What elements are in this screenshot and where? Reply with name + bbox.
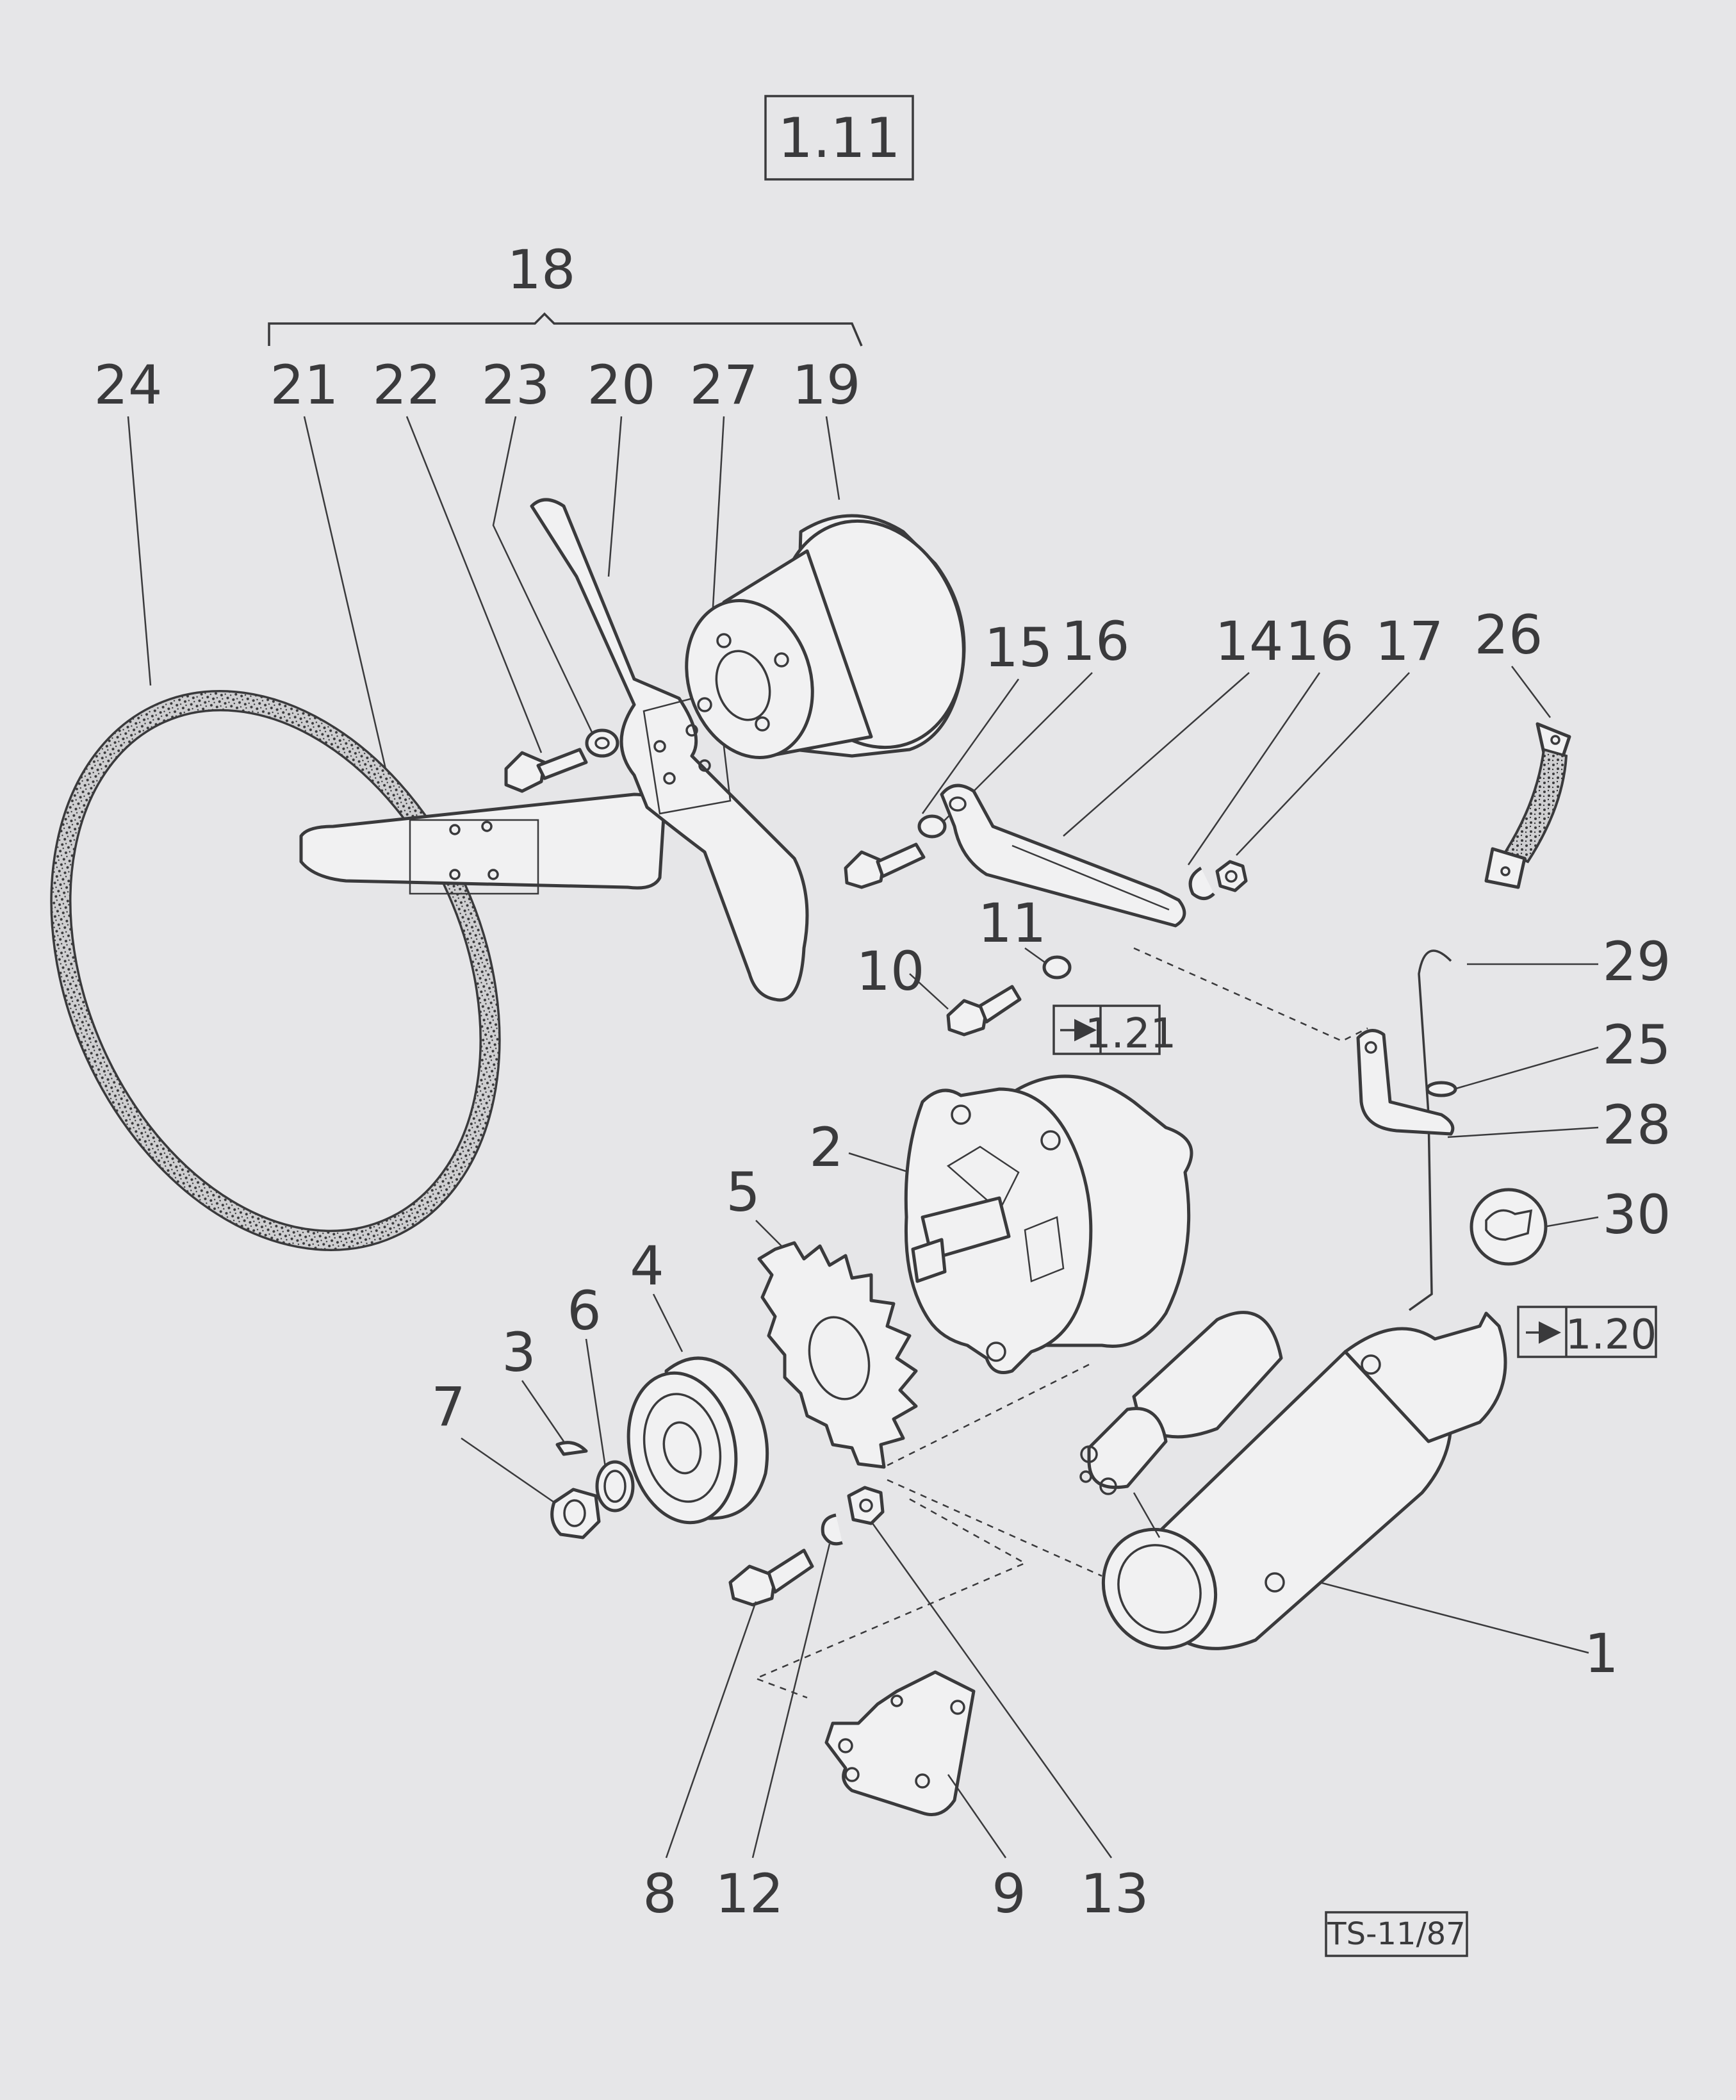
bolt-22: [504, 748, 588, 793]
callout-15: 15: [985, 616, 1053, 679]
callout-22: 22: [373, 354, 441, 416]
callout-28: 28: [1603, 1094, 1671, 1156]
callout-24: 24: [94, 354, 163, 416]
adjuster-bracket: [940, 783, 1186, 928]
figure-number: 1.11: [778, 106, 900, 170]
callout-13: 13: [1081, 1862, 1149, 1925]
callout-11: 11: [978, 892, 1047, 955]
cross-ref-1-20-label: 1.20: [1566, 1311, 1657, 1359]
callout-23: 23: [482, 354, 550, 416]
callout-19: 19: [792, 354, 861, 416]
washer-12: [821, 1513, 843, 1546]
ground-strap: [1484, 722, 1571, 889]
callout-4: 4: [630, 1235, 664, 1297]
clip-30-detail: [1470, 1188, 1548, 1266]
callout-26: 26: [1475, 603, 1543, 666]
woodruff-key-3: [555, 1441, 588, 1456]
fan-blade-vertical: [530, 498, 809, 1002]
cross-ref-1-21[interactable]: 1.21: [1052, 1005, 1177, 1058]
callout-14: 14: [1215, 610, 1284, 673]
callout-21: 21: [270, 354, 339, 416]
cross-ref-1-21-label: 1.21: [1085, 1010, 1177, 1058]
callout-1: 1: [1584, 1622, 1618, 1685]
callout-29: 29: [1603, 930, 1671, 993]
callout-5: 5: [726, 1161, 760, 1224]
callout-16-right: 16: [1286, 610, 1354, 673]
drive-pulley: [626, 1356, 769, 1525]
nut-7: [550, 1488, 601, 1539]
callout-27: 27: [690, 354, 758, 416]
callout-12: 12: [716, 1862, 784, 1925]
support-rod: [1408, 949, 1452, 1311]
washer-16-right: [1188, 866, 1215, 900]
callout-18: 18: [507, 238, 576, 301]
bolt-10: [946, 985, 1022, 1037]
support-bracket-28: [1356, 1029, 1455, 1136]
callout-20: 20: [587, 354, 656, 416]
v-belt: [50, 690, 501, 1251]
cross-ref-1-20[interactable]: 1.20: [1517, 1306, 1657, 1359]
nut-13: [847, 1486, 885, 1525]
callout-16-left: 16: [1061, 610, 1130, 673]
callout-30: 30: [1603, 1183, 1671, 1246]
nut-17: [1215, 860, 1248, 892]
starter-motor: [1079, 1311, 1507, 1650]
callout-10: 10: [856, 940, 925, 1003]
callout-9: 9: [992, 1862, 1026, 1925]
washer-16-left: [917, 814, 947, 839]
callout-2: 2: [809, 1116, 843, 1179]
callout-3: 3: [502, 1321, 536, 1384]
cooling-fan-wheel: [757, 1241, 918, 1469]
fan-blade-horizontal: [299, 792, 665, 895]
mounting-bracket: [824, 1670, 976, 1816]
bolt-8: [728, 1548, 814, 1607]
drawing-code: TS-11/87: [1327, 1916, 1465, 1952]
washer-23: [585, 728, 619, 758]
callout-17: 17: [1375, 610, 1444, 673]
callout-25: 25: [1603, 1013, 1671, 1076]
callout-6: 6: [567, 1279, 601, 1342]
callout-7: 7: [431, 1375, 465, 1438]
drawing-code-box: TS-11/87: [1325, 1911, 1468, 1957]
callout-8: 8: [643, 1862, 676, 1925]
spring-washer-25: [1425, 1081, 1457, 1097]
pulley-hub: [685, 514, 966, 759]
alternator: [904, 1074, 1193, 1374]
washer-11: [1042, 955, 1072, 980]
washer-6: [595, 1460, 635, 1513]
figure-number-box: 1.11: [764, 95, 914, 181]
bolt-15: [844, 842, 926, 889]
group-bracket-18: 18: [268, 238, 863, 347]
